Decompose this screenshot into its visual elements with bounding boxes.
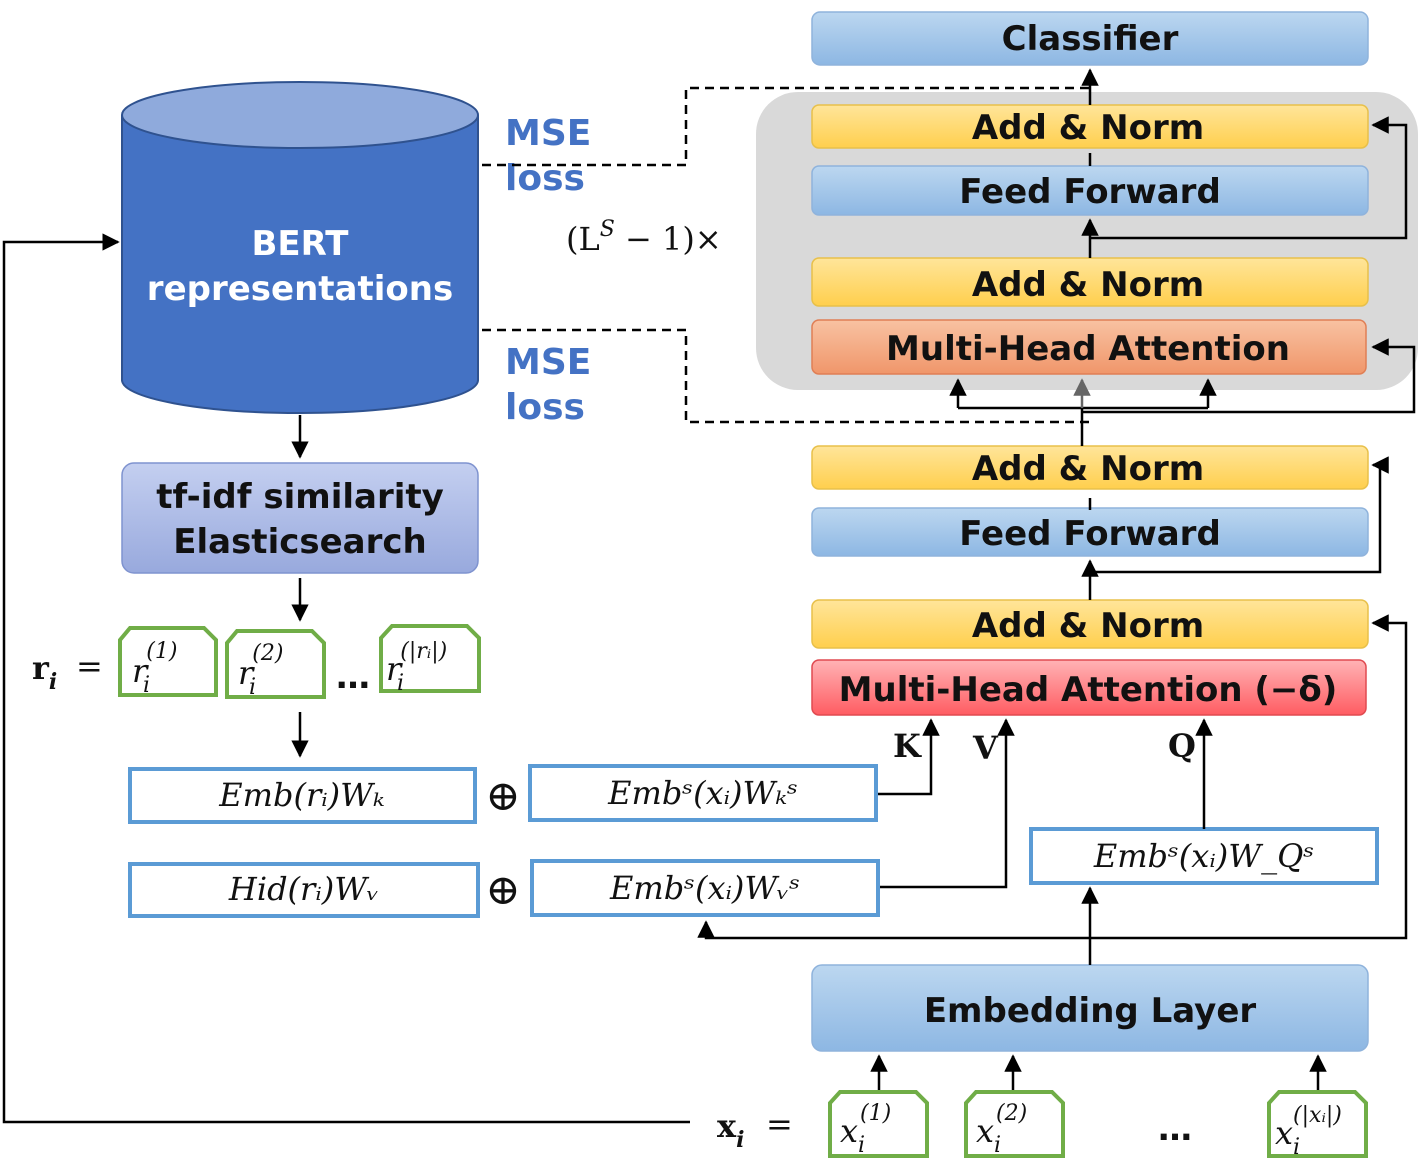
retrieved-token: r(|rᵢ|) i bbox=[379, 624, 481, 696]
svg-text:Emb(rᵢ)Wₖ: Emb(rᵢ)Wₖ bbox=[218, 776, 384, 814]
add-norm-label: Add & Norm bbox=[972, 606, 1204, 646]
input-token: x(2) i bbox=[964, 1090, 1065, 1158]
svg-text:Embˢ(xᵢ)W_Qˢ: Embˢ(xᵢ)W_Qˢ bbox=[1093, 837, 1314, 875]
svg-text:r(1): r(1) bbox=[132, 639, 177, 690]
svg-text:x(|xᵢ|): x(|xᵢ|) bbox=[1275, 1103, 1342, 1152]
formula-emb-s-wk: Embˢ(xᵢ)Wₖˢ bbox=[528, 764, 878, 822]
multi-head-attention-block-2: Multi-Head Attention bbox=[811, 319, 1367, 375]
tfidf-label-line2: Elasticsearch bbox=[173, 522, 427, 562]
svg-text:i: i bbox=[1293, 1135, 1300, 1160]
input-ellipsis: … bbox=[1158, 1109, 1192, 1149]
bert-label-line2: representations bbox=[147, 269, 453, 309]
value-label: V bbox=[972, 729, 999, 767]
concat-operator-v: ⊕ bbox=[485, 865, 520, 914]
add-norm-block-4: Add & Norm bbox=[811, 104, 1369, 149]
input-sequence-symbol: xi bbox=[717, 1107, 744, 1153]
retrieval-equals: = bbox=[76, 647, 103, 685]
formula-hid-r-wv: Hid(rᵢ)Wᵥ bbox=[128, 862, 480, 918]
formula-emb-s-wq: Embˢ(xᵢ)W_Qˢ bbox=[1029, 827, 1379, 885]
feed-forward-label: Feed Forward bbox=[959, 172, 1221, 212]
concat-operator-k: ⊕ bbox=[485, 771, 520, 820]
svg-text:Hid(rᵢ)Wᵥ: Hid(rᵢ)Wᵥ bbox=[228, 870, 379, 908]
retrieval-set-symbol: ri bbox=[32, 649, 57, 695]
formula-emb-s-wv: Embˢ(xᵢ)Wᵥˢ bbox=[530, 859, 880, 917]
embedding-layer-block: Embedding Layer bbox=[811, 964, 1369, 1052]
add-norm-block-1: Add & Norm bbox=[811, 599, 1369, 649]
feed-forward-block-2: Feed Forward bbox=[811, 165, 1369, 216]
mse-loss-label-bottom-line2: loss bbox=[505, 387, 585, 428]
svg-text:i: i bbox=[249, 675, 256, 700]
input-equals: = bbox=[766, 1105, 793, 1143]
add-norm-label: Add & Norm bbox=[972, 265, 1204, 305]
svg-text:r(|rᵢ|): r(|rᵢ|) bbox=[386, 639, 447, 688]
svg-text:Embˢ(xᵢ)Wₖˢ: Embˢ(xᵢ)Wₖˢ bbox=[607, 774, 798, 812]
bert-label-line1: BERT bbox=[252, 224, 350, 264]
svg-text:i: i bbox=[994, 1133, 1001, 1158]
formula-emb-r-wk: Emb(rᵢ)Wₖ bbox=[128, 767, 477, 824]
mse-loss-label-bottom-line1: MSE bbox=[505, 342, 591, 383]
svg-text:i: i bbox=[858, 1133, 865, 1158]
bert-database-cylinder: BERT representations bbox=[121, 81, 479, 414]
tfidf-elasticsearch-block: tf-idf similarity Elasticsearch bbox=[121, 462, 479, 574]
svg-text:x(1): x(1) bbox=[840, 1101, 891, 1150]
add-norm-label: Add & Norm bbox=[972, 108, 1204, 148]
input-token: x(1) i bbox=[828, 1090, 929, 1158]
add-norm-block-2: Add & Norm bbox=[811, 445, 1369, 490]
query-label: Q bbox=[1168, 727, 1196, 765]
multi-head-attention-delta-label: Multi-Head Attention (−δ) bbox=[839, 670, 1338, 710]
retrieved-token: r(2) i bbox=[225, 629, 326, 700]
input-token: x(|xᵢ|) i bbox=[1267, 1090, 1368, 1160]
mse-loss-connector-bottom bbox=[482, 328, 1090, 424]
feed-forward-label: Feed Forward bbox=[959, 514, 1221, 554]
svg-text:Embˢ(xᵢ)Wᵥˢ: Embˢ(xᵢ)Wᵥˢ bbox=[609, 869, 800, 907]
retrieval-ellipsis: … bbox=[336, 657, 370, 697]
tfidf-label-line1: tf-idf similarity bbox=[156, 477, 444, 517]
layer-repeat-label: (LS − 1)× bbox=[566, 217, 722, 258]
embedding-layer-label: Embedding Layer bbox=[924, 991, 1257, 1031]
add-norm-block-3: Add & Norm bbox=[811, 257, 1369, 307]
svg-text:r(2): r(2) bbox=[238, 641, 283, 692]
svg-text:i: i bbox=[397, 671, 404, 696]
key-label: K bbox=[893, 727, 922, 765]
multi-head-attention-label: Multi-Head Attention bbox=[886, 329, 1290, 369]
svg-text:i: i bbox=[143, 673, 150, 698]
add-norm-label: Add & Norm bbox=[972, 449, 1204, 489]
multi-head-attention-delta-block: Multi-Head Attention (−δ) bbox=[811, 659, 1367, 716]
connectors bbox=[2, 68, 1416, 1124]
svg-text:x(2): x(2) bbox=[976, 1101, 1027, 1150]
classifier-label: Classifier bbox=[1002, 19, 1179, 59]
mse-loss-connector-top bbox=[482, 86, 1090, 167]
retrieved-token: r(1) i bbox=[118, 626, 218, 698]
feed-forward-block-1: Feed Forward bbox=[811, 507, 1369, 557]
classifier-block: Classifier bbox=[811, 11, 1369, 66]
mse-loss-label-top-line1: MSE bbox=[505, 113, 591, 154]
